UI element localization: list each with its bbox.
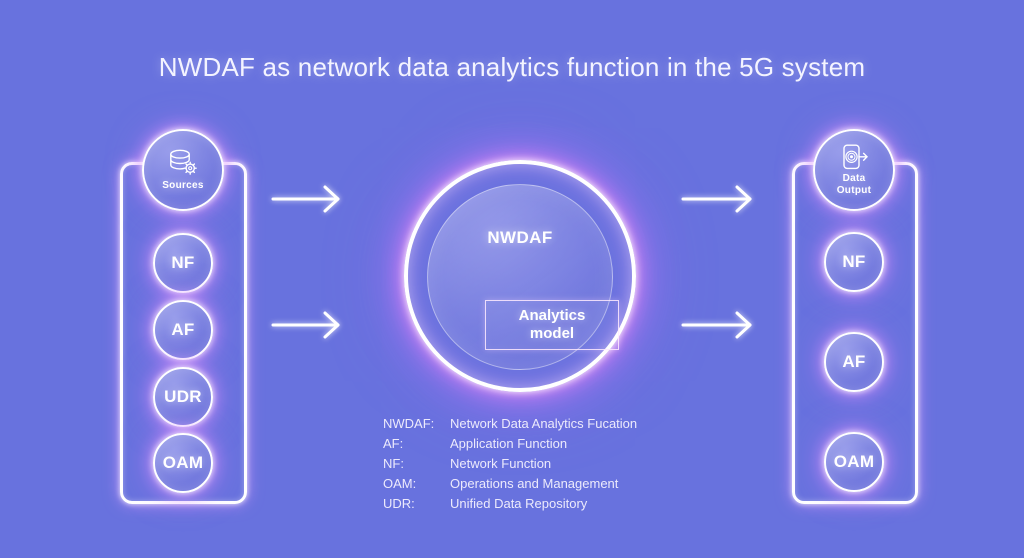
legend-abbr: NF: (383, 456, 404, 471)
nwdaf-center-group: NWDAF Analytics model (395, 155, 645, 405)
abbreviation-legend: NWDAF: Network Data Analytics Fucation A… (383, 414, 713, 514)
legend-definition: Network Function (450, 456, 552, 471)
legend-row: NF: Network Function (383, 454, 713, 474)
legend-row: OAM: Operations and Management (383, 474, 713, 494)
arrow-nwdaf-to-output-bottom (681, 311, 754, 339)
node-left-af[interactable]: AF (153, 300, 213, 360)
node-data-output-label-line1: Data (842, 173, 866, 185)
node-sources[interactable]: Sources (142, 129, 224, 211)
node-right-af-label: AF (842, 352, 866, 372)
node-right-nf[interactable]: NF (824, 232, 884, 292)
node-left-nf-label: NF (171, 253, 195, 273)
arrow-sources-to-nwdaf-top (271, 185, 342, 213)
analytics-model-line2: model (529, 325, 575, 342)
analytics-model-line1: Analytics (518, 307, 586, 324)
database-gear-icon (166, 149, 200, 177)
node-right-af[interactable]: AF (824, 332, 884, 392)
nwdaf-outer-ring (404, 160, 636, 392)
legend-row: AF: Application Function (383, 434, 713, 454)
node-left-oam-label: OAM (162, 453, 204, 473)
legend-abbr: UDR: (383, 496, 415, 511)
node-left-udr[interactable]: UDR (153, 367, 213, 427)
node-right-oam-label: OAM (833, 452, 875, 472)
legend-definition: Network Data Analytics Fucation (450, 416, 638, 431)
node-data-output-label-line2: Output (836, 184, 872, 196)
arrow-nwdaf-to-output-top (681, 185, 754, 213)
node-left-nf[interactable]: NF (153, 233, 213, 293)
node-right-oam[interactable]: OAM (824, 432, 884, 492)
arrow-sources-to-nwdaf-bottom (271, 311, 342, 339)
legend-abbr: AF: (383, 436, 404, 451)
node-left-udr-label: UDR (164, 387, 202, 407)
legend-abbr: NWDAF: (383, 416, 435, 431)
nwdaf-title: NWDAF (487, 228, 553, 247)
analytics-model-box[interactable]: Analytics model (485, 300, 619, 350)
node-right-nf-label: NF (842, 252, 866, 272)
legend-definition: Operations and Management (450, 476, 619, 491)
node-left-oam[interactable]: OAM (153, 433, 213, 493)
legend-definition: Application Function (450, 436, 568, 451)
legend-abbr: OAM: (383, 476, 417, 491)
node-left-af-label: AF (171, 320, 195, 340)
legend-row: UDR: Unified Data Repository (383, 494, 713, 514)
data-output-icon (837, 144, 871, 170)
page-title: NWDAF as network data analytics function… (158, 52, 866, 82)
node-sources-label: Sources (162, 179, 204, 191)
legend-row: NWDAF: Network Data Analytics Fucation (383, 414, 713, 434)
node-data-output[interactable]: Data Output (813, 129, 895, 211)
nwdaf-inner-circle[interactable]: NWDAF Analytics model (427, 184, 619, 370)
legend-definition: Unified Data Repository (450, 496, 588, 511)
